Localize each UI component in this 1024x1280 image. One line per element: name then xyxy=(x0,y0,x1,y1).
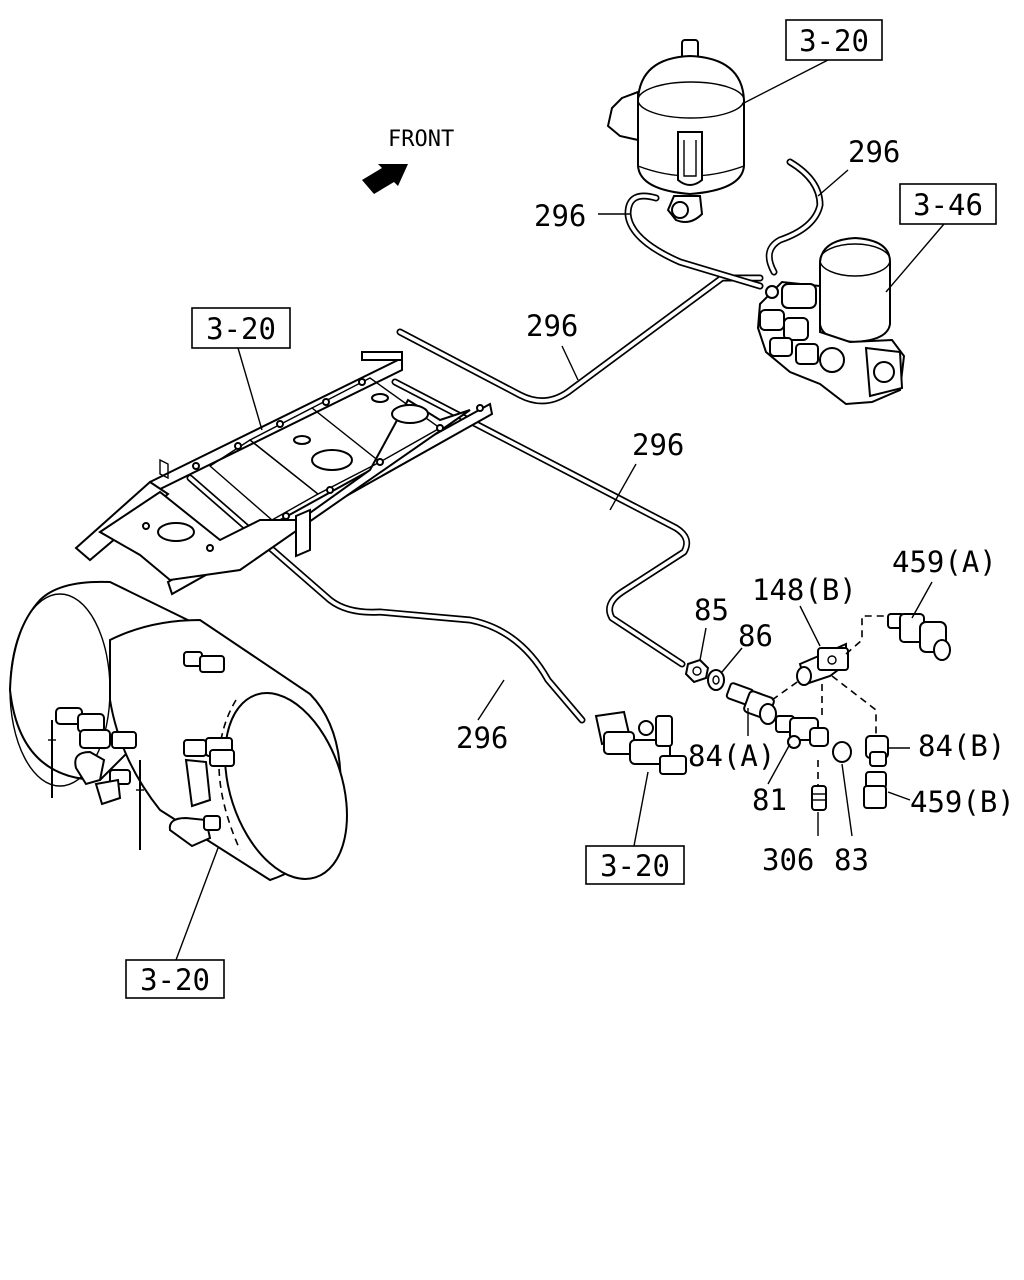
part-306-bolt xyxy=(811,785,827,811)
part-84a-union xyxy=(725,682,777,725)
callout-86: 86 xyxy=(738,619,773,653)
callout-84b: 84(B) xyxy=(918,729,1005,763)
leader-lines xyxy=(175,59,945,961)
chassis-frame xyxy=(74,351,494,596)
ref-box-frame: 3-20 xyxy=(191,307,291,349)
callout-296: 296 xyxy=(456,721,508,755)
part-85-nut xyxy=(684,658,710,684)
pipe-296-frame-to-fittings xyxy=(391,378,691,668)
callout-459a: 459(A) xyxy=(892,545,997,579)
callout-83: 83 xyxy=(834,843,869,877)
top-air-tank xyxy=(606,39,745,223)
ref-box-label: 3-46 xyxy=(913,188,983,222)
callout-459b: 459(B) xyxy=(910,785,1015,819)
pipes xyxy=(186,158,824,724)
front-arrow: FRONT xyxy=(362,127,454,194)
part-459b-switch xyxy=(863,771,887,809)
part-86-washer xyxy=(707,669,725,691)
pipe-296-frame-to-bracket xyxy=(186,474,586,724)
pipe-296-frame-to-dryer xyxy=(396,274,764,405)
callout-148b: 148(B) xyxy=(752,573,857,607)
part-83-cap xyxy=(832,741,852,763)
ref-box-valve-bracket: 3-20 xyxy=(585,845,685,885)
air-dryer xyxy=(756,236,906,406)
ref-box-label: 3-20 xyxy=(799,24,869,58)
lower-air-tank xyxy=(8,580,348,882)
front-label: FRONT xyxy=(388,127,454,152)
fittings xyxy=(684,613,951,811)
callout-296: 296 xyxy=(526,309,578,343)
pipe-296-dryer-upper xyxy=(765,158,824,276)
part-459a-sensor xyxy=(887,613,951,661)
callout-84a: 84(A) xyxy=(688,739,775,773)
callout-85: 85 xyxy=(694,593,729,627)
callout-296: 296 xyxy=(848,135,900,169)
ref-box-label: 3-20 xyxy=(206,312,276,346)
ref-box-label: 3-20 xyxy=(140,963,210,997)
callout-306: 306 xyxy=(762,843,814,877)
part-148b-connector xyxy=(796,642,849,686)
ref-box-top-tank: 3-20 xyxy=(785,19,883,61)
part-81-tee xyxy=(775,715,829,749)
ref-box-label: 3-20 xyxy=(600,849,670,883)
callout-labels: 296 296 296 296 296 85 86 148(B) 459(A) … xyxy=(456,135,1015,877)
part-84b-union xyxy=(865,735,889,767)
callout-81: 81 xyxy=(752,783,787,817)
ref-box-air-dryer: 3-46 xyxy=(899,183,997,225)
front-arrow-icon xyxy=(362,164,408,194)
callout-296: 296 xyxy=(632,428,684,462)
valve-bracket xyxy=(594,710,687,775)
callout-296: 296 xyxy=(534,199,586,233)
ref-box-lower-tank: 3-20 xyxy=(125,959,225,999)
